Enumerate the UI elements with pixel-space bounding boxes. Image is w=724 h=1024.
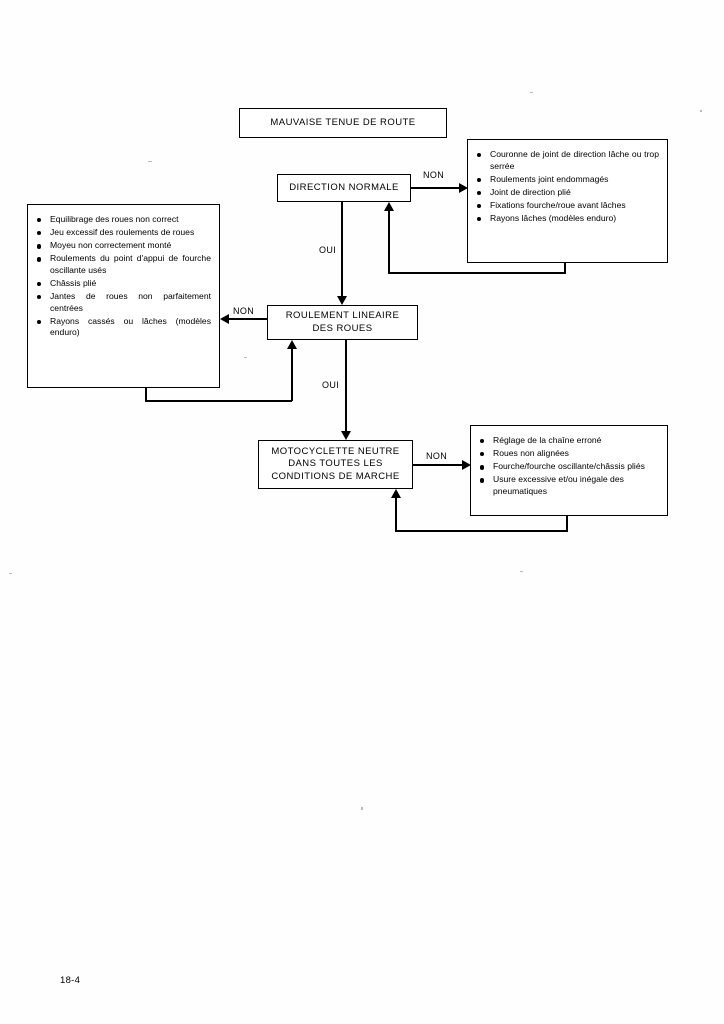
list-item: Rayons cassés ou lâches (modèles enduro) xyxy=(36,316,211,339)
edge-label-oui-roulement: OUI xyxy=(321,380,341,390)
feedback-motocyclette-across xyxy=(395,530,568,532)
node-label: DIRECTION NORMALE xyxy=(289,181,399,193)
feedback-roulement-arrowhead xyxy=(287,340,297,349)
scan-speck xyxy=(9,573,12,574)
scan-speck xyxy=(700,110,702,112)
list-item: Châssis plié xyxy=(36,278,211,290)
list-item: Rayons lâches (modèles enduro) xyxy=(476,213,659,225)
feedback-roulement-across xyxy=(145,400,292,402)
edge-motocyclette-no-arrowhead xyxy=(462,460,471,470)
feedback-motocyclette-down xyxy=(566,516,568,531)
node-roulement-lineaire-des-roues[interactable]: ROULEMENT LINEAIRE DES ROUES xyxy=(267,305,418,340)
scan-speck xyxy=(530,92,533,93)
list-causes-direction[interactable]: Couronne de joint de direction lâche ou … xyxy=(467,139,668,263)
list-item: Roues non alignées xyxy=(479,448,659,460)
node-label: MAUVAISE TENUE DE ROUTE xyxy=(270,116,416,128)
edge-direction-no-line xyxy=(411,187,460,189)
feedback-direction-up xyxy=(388,211,390,273)
list-item: Usure excessive et/ou inégale des pneuma… xyxy=(479,474,659,497)
cause-list: Couronne de joint de direction lâche ou … xyxy=(476,149,659,225)
feedback-direction-arrowhead xyxy=(384,202,394,211)
list-item: Joint de direction plié xyxy=(476,187,659,199)
list-item: Couronne de joint de direction lâche ou … xyxy=(476,149,659,172)
scan-speck xyxy=(244,357,247,358)
list-item: Roulements du point d'appui de fourche o… xyxy=(36,253,211,276)
scan-speck xyxy=(148,161,152,162)
list-item: Jeu excessif des roulements de roues xyxy=(36,227,211,239)
feedback-direction-across xyxy=(388,272,566,274)
edge-roulement-yes-line xyxy=(345,340,347,432)
feedback-roulement-down xyxy=(145,388,147,401)
edge-label-non-roulement: NON xyxy=(232,306,256,316)
edge-label-non-direction: NON xyxy=(422,170,446,180)
node-label: ROULEMENT LINEAIRE DES ROUES xyxy=(285,310,400,334)
list-item: Fixations fourche/roue avant lâches xyxy=(476,200,659,212)
node-motocyclette-neutre[interactable]: MOTOCYCLETTE NEUTRE DANS TOUTES LES COND… xyxy=(258,440,413,489)
list-causes-motocyclette[interactable]: Réglage de la chaîne erroné Roues non al… xyxy=(470,425,668,516)
feedback-direction-down xyxy=(564,262,566,273)
edge-roulement-no-arrowhead xyxy=(220,314,229,324)
list-item: Equilibrage des roues non correct xyxy=(36,214,211,226)
feedback-motocyclette-arrowhead xyxy=(391,489,401,498)
scan-speck xyxy=(361,807,363,810)
feedback-roulement-up xyxy=(291,349,293,401)
cause-list: Réglage de la chaîne erroné Roues non al… xyxy=(479,435,659,497)
scan-speck xyxy=(520,571,523,572)
list-item: Moyeu non correctement monté xyxy=(36,240,211,252)
page-number: 18-4 xyxy=(60,975,81,986)
node-label: MOTOCYCLETTE NEUTRE DANS TOUTES LES COND… xyxy=(271,445,400,482)
node-mauvaise-tenue-de-route[interactable]: MAUVAISE TENUE DE ROUTE xyxy=(239,108,447,138)
edge-direction-yes-arrowhead xyxy=(337,296,347,305)
list-item: Jantes de roues non parfaitement centrée… xyxy=(36,291,211,314)
node-direction-normale[interactable]: DIRECTION NORMALE xyxy=(277,174,411,202)
edge-label-non-motocyclette: NON xyxy=(425,451,449,461)
edge-motocyclette-no-line xyxy=(413,464,463,466)
edge-label-oui-direction: OUI xyxy=(318,245,338,255)
list-item: Fourche/fourche oscillante/châssis pliés xyxy=(479,461,659,473)
list-item: Roulements joint endommagés xyxy=(476,174,659,186)
cause-list: Equilibrage des roues non correct Jeu ex… xyxy=(36,214,211,339)
edge-direction-yes-line xyxy=(341,202,343,296)
feedback-motocyclette-up xyxy=(395,498,397,531)
list-causes-roulement[interactable]: Equilibrage des roues non correct Jeu ex… xyxy=(27,204,220,388)
list-item: Réglage de la chaîne erroné xyxy=(479,435,659,447)
edge-roulement-no-line xyxy=(228,318,268,320)
edge-roulement-yes-arrowhead xyxy=(341,431,351,440)
edge-direction-no-arrowhead xyxy=(459,183,468,193)
